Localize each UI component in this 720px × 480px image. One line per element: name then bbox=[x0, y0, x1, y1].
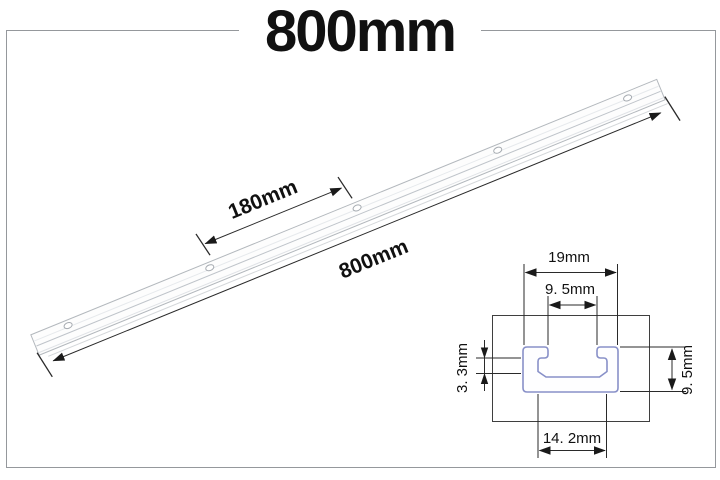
slot-opening-dimension: 9. 5mm bbox=[545, 281, 597, 310]
lip-depth-label: 3. 3mm bbox=[454, 343, 471, 393]
channel-width-label: 14. 2mm bbox=[543, 430, 601, 447]
slot-opening-label: 9. 5mm bbox=[545, 281, 595, 298]
cross-section: 19mm 9. 5mm 14. 2mm 3. 3mm 9. 5mm bbox=[454, 249, 696, 458]
rail-lower-edge-line bbox=[38, 97, 664, 353]
hole-spacing-label: 180mm bbox=[225, 175, 301, 224]
dimension-arrow bbox=[52, 112, 662, 362]
rail-slot-edge-line bbox=[36, 90, 661, 347]
profile-height-dimension: 9. 5mm bbox=[667, 345, 696, 395]
tick bbox=[195, 233, 211, 256]
rail-shadow bbox=[48, 103, 668, 357]
channel-width-dimension: 14. 2mm bbox=[538, 430, 606, 455]
cross-section-box bbox=[492, 315, 650, 422]
screw-hole bbox=[623, 94, 633, 102]
tick bbox=[337, 176, 353, 199]
rail-body bbox=[30, 78, 666, 356]
rail-highlight-line bbox=[34, 85, 659, 342]
profile-height-label: 9. 5mm bbox=[679, 345, 696, 395]
arrowhead-up bbox=[480, 373, 489, 384]
tick bbox=[36, 352, 53, 378]
width-dimension: 19mm bbox=[524, 249, 617, 277]
width-label: 19mm bbox=[548, 249, 590, 266]
image-border bbox=[6, 30, 716, 468]
rail-length-dimension: 800mm bbox=[36, 96, 681, 378]
t-slot-profile bbox=[522, 346, 619, 393]
lip-depth-dimension: 3. 3mm bbox=[454, 340, 489, 393]
arrowhead-down bbox=[480, 347, 489, 359]
tick bbox=[664, 96, 681, 121]
rail-length-label: 800mm bbox=[336, 235, 412, 284]
t-track-rail: 180mm 800mm bbox=[30, 78, 681, 378]
